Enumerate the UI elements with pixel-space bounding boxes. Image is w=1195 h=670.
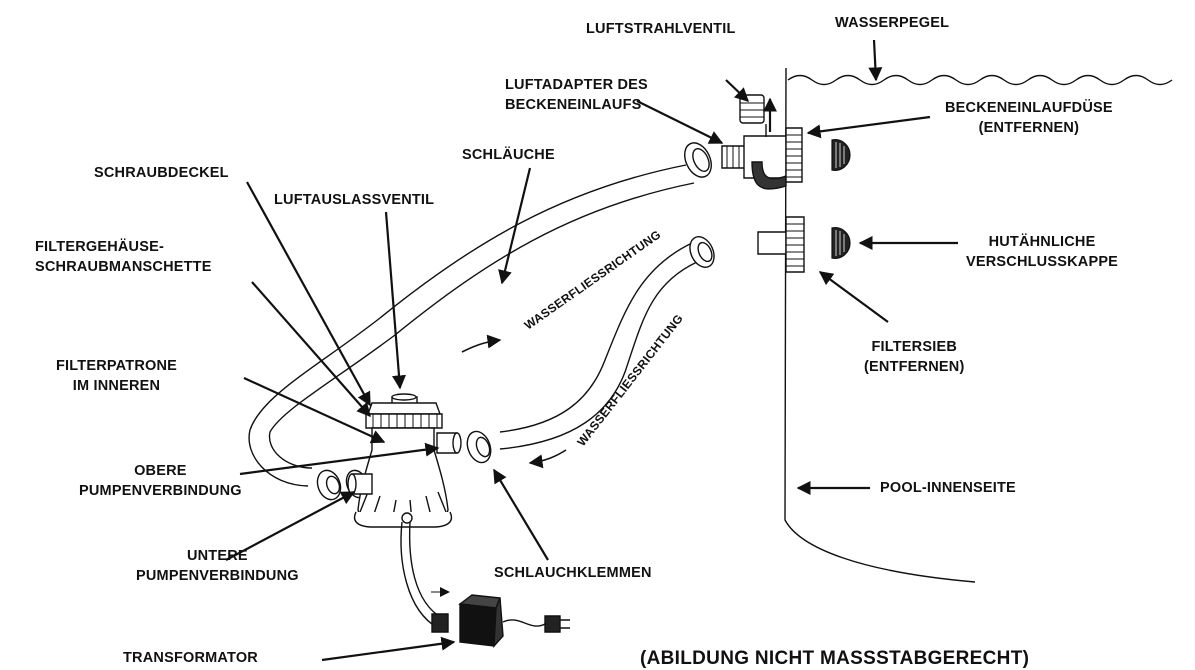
label-transformator: TRANSFORMATOR: [123, 650, 258, 666]
flow-arrow-lower: [528, 450, 566, 469]
label-schlaeuche: SCHLÄUCHE: [462, 147, 555, 163]
label-luftauslassventil: LUFTAUSLASSVENTIL: [274, 192, 435, 208]
arrow-filterpatrone: [244, 378, 386, 444]
arrow-schlauchklemmen: [494, 468, 548, 560]
arrow-filtergehaeuse: [252, 282, 371, 418]
arrow-schraubdeckel: [247, 182, 370, 407]
inlet-fitting-assembly: [722, 95, 802, 189]
lower-hose: [500, 243, 697, 449]
label-obere-pumpenverbindung: OBERE PUMPENVERBINDUNG: [79, 463, 242, 499]
label-pool-innenseite: POOL-INNENSEITE: [880, 480, 1016, 496]
arrow-schlaeuche: [498, 168, 530, 285]
hose-clamp-upper-inlet: [680, 139, 717, 182]
arrow-wasserpegel: [868, 40, 883, 82]
hat-cap: [832, 228, 850, 259]
label-filtergehaeuse: FILTERGEHÄUSE- SCHRAUBMANSCHETTE: [35, 239, 212, 275]
label-schlauchklemmen: SCHLAUCHKLEMMEN: [494, 565, 652, 581]
flow-arrows: [462, 334, 566, 469]
arrow-untere: [226, 492, 356, 560]
arrow-luftstrahlventil: [726, 80, 750, 102]
arrow-beckeneinlaufduese: [806, 117, 930, 139]
arrow-luftadapter: [637, 101, 724, 143]
label-luftadapter: LUFTADAPTER DES BECKENEINLAUFS: [505, 77, 648, 113]
label-wasserpegel: WASSERPEGEL: [835, 15, 950, 31]
arrow-transformator: [322, 636, 456, 660]
strainer-assembly: [758, 217, 804, 272]
flow-direction-text-lower: WASSERFLIESSRICHTUNG: [574, 312, 686, 449]
hose-clamp-pump-upper: [463, 428, 495, 466]
label-luftstrahlventil: LUFTSTRAHLVENTIL: [586, 21, 736, 37]
label-schraubdeckel: SCHRAUBDECKEL: [94, 165, 229, 181]
arrow-obere: [240, 442, 440, 474]
water-level-wave: [788, 76, 1172, 85]
scale-note: (ABILDUNG NICHT MASSSTABGERECHT): [640, 648, 1030, 669]
hat-caps: [832, 140, 850, 259]
label-filterpatrone: FILTERPATRONE IM INNEREN: [56, 358, 178, 394]
label-verschlusskappe: HUTÄHNLICHE VERSCHLUSSKAPPE: [966, 234, 1119, 270]
flow-arrow-upper: [462, 334, 502, 352]
flow-direction-text-upper: WASSERFLIESSRICHTUNG: [522, 227, 664, 332]
arrow-filtersieb: [818, 272, 888, 322]
label-beckeneinlaufduese: BECKENEINLAUFDÜSE (ENTFERNEN): [945, 100, 1113, 136]
leader-arrows: [226, 40, 958, 660]
filter-pump-housing: [348, 394, 461, 527]
transformer-assembly: [401, 522, 570, 646]
upper-hose: [249, 165, 694, 486]
arrow-luftauslassventil: [386, 212, 406, 390]
nozzle-cap: [832, 140, 850, 171]
hose-clamp-lower-inlet: [685, 233, 718, 271]
label-filtersieb: FILTERSIEB (ENTFERNEN): [864, 339, 965, 375]
label-untere-pumpenverbindung: UNTERE PUMPENVERBINDUNG: [136, 548, 299, 584]
